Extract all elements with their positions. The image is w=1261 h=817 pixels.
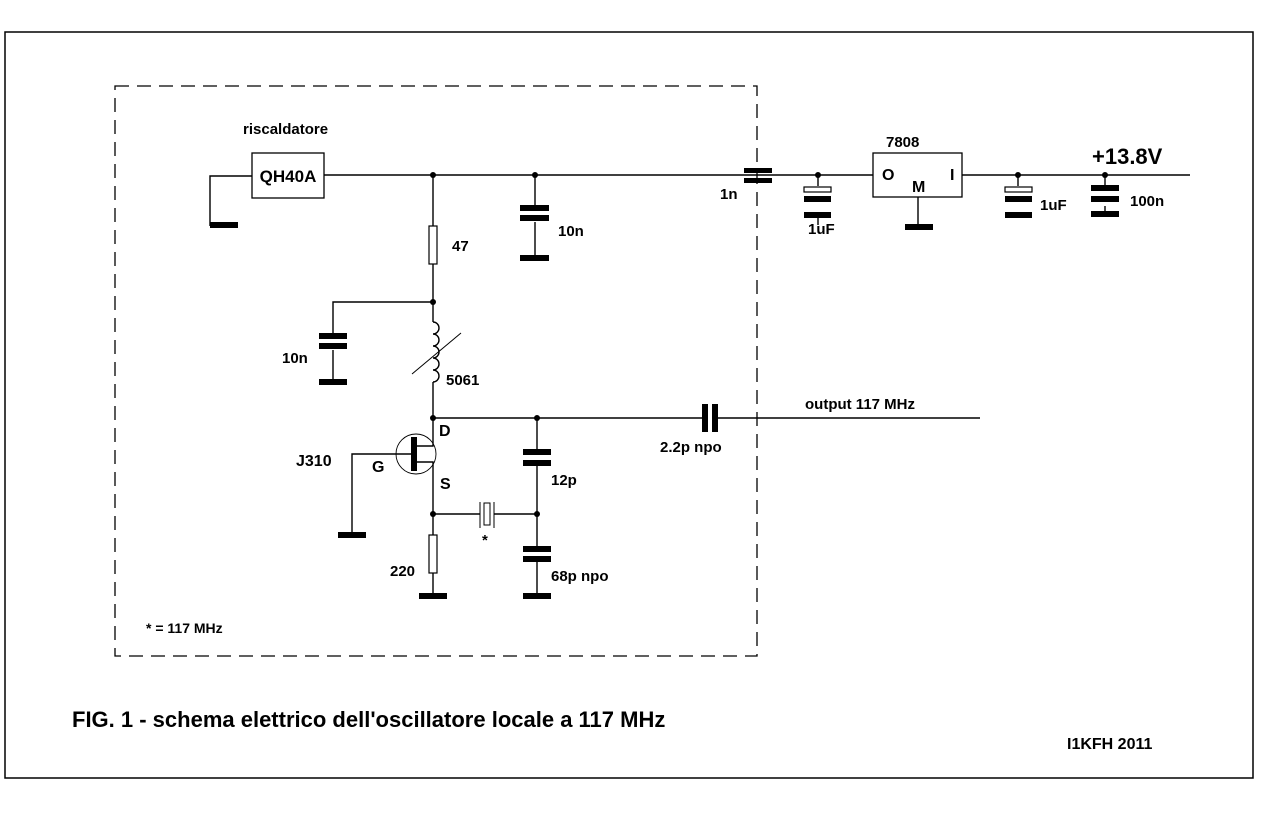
ground-icon bbox=[523, 593, 551, 599]
capacitor-1n-feedthrough bbox=[744, 168, 772, 183]
variable-arrow-icon bbox=[411, 332, 462, 375]
transistor-label: J310 bbox=[296, 453, 332, 470]
resistor-220 bbox=[419, 514, 447, 599]
capacitor-100n bbox=[1091, 175, 1119, 217]
ground-icon bbox=[1005, 212, 1032, 218]
heater-label: riscaldatore bbox=[243, 121, 328, 138]
inductor-label: 5061 bbox=[446, 372, 479, 389]
regulator-pin-in: I bbox=[950, 167, 954, 184]
resistor-47 bbox=[428, 175, 438, 302]
pin-gate-label: G bbox=[372, 459, 384, 476]
ground-icon bbox=[210, 222, 238, 228]
capacitor-10n-left bbox=[319, 301, 433, 385]
ground-icon bbox=[419, 593, 447, 599]
jfet-J310 bbox=[338, 418, 437, 538]
crystal-117MHz bbox=[433, 502, 537, 528]
heater-part-label: QH40A bbox=[260, 167, 317, 186]
author-credit: I1KFH 2011 bbox=[1067, 736, 1152, 753]
ground-icon bbox=[338, 532, 366, 538]
ground-icon bbox=[804, 212, 831, 218]
regulator-7808: O M I bbox=[872, 152, 963, 230]
crystal-mark: * bbox=[482, 532, 488, 549]
capacitor-1uF-out bbox=[803, 175, 832, 225]
resistor-220-label: 220 bbox=[390, 563, 415, 580]
figure-caption: FIG. 1 - schema elettrico dell'oscillato… bbox=[72, 707, 665, 732]
output-label: output 117 MHz bbox=[805, 396, 915, 413]
inductor-5061 bbox=[411, 302, 462, 418]
figure-border bbox=[4, 31, 1254, 779]
resistor-47-label: 47 bbox=[452, 238, 469, 255]
supply-voltage-label: +13.8V bbox=[1092, 144, 1163, 169]
pin-drain-label: D bbox=[439, 423, 451, 440]
heater-QH40A: QH40A bbox=[209, 152, 325, 228]
cap-2.2p-label: 2.2p npo bbox=[660, 439, 722, 456]
ground-icon bbox=[520, 255, 549, 261]
cap-10n-left-label: 10n bbox=[282, 350, 308, 367]
capacitor-12p bbox=[523, 418, 551, 514]
regulator-part-label: 7808 bbox=[886, 134, 919, 151]
regulator-pin-out: O bbox=[882, 167, 894, 184]
cap-10n-top-label: 10n bbox=[558, 223, 584, 240]
capacitor-10n-top bbox=[520, 175, 549, 261]
regulator-pin-common: M bbox=[912, 179, 925, 196]
pin-source-label: S bbox=[440, 476, 451, 493]
cap-12p-label: 12p bbox=[551, 472, 577, 489]
crystal-legend-note: * = 117 MHz bbox=[146, 620, 223, 636]
capacitor-1uF-in bbox=[1004, 175, 1033, 218]
cap-1uF-in-label: 1uF bbox=[1040, 197, 1067, 214]
capacitor-2.2p-output bbox=[702, 404, 718, 432]
cap-68p-label: 68p npo bbox=[551, 568, 609, 585]
ground-icon bbox=[1091, 211, 1119, 217]
cap-1uF-out-label: 1uF bbox=[808, 221, 835, 238]
oven-enclosure bbox=[114, 85, 758, 657]
cap-1n-label: 1n bbox=[720, 186, 738, 203]
ground-icon bbox=[319, 379, 347, 385]
cap-100n-label: 100n bbox=[1130, 193, 1164, 210]
ground-icon bbox=[905, 224, 933, 230]
capacitor-68p bbox=[523, 514, 551, 599]
